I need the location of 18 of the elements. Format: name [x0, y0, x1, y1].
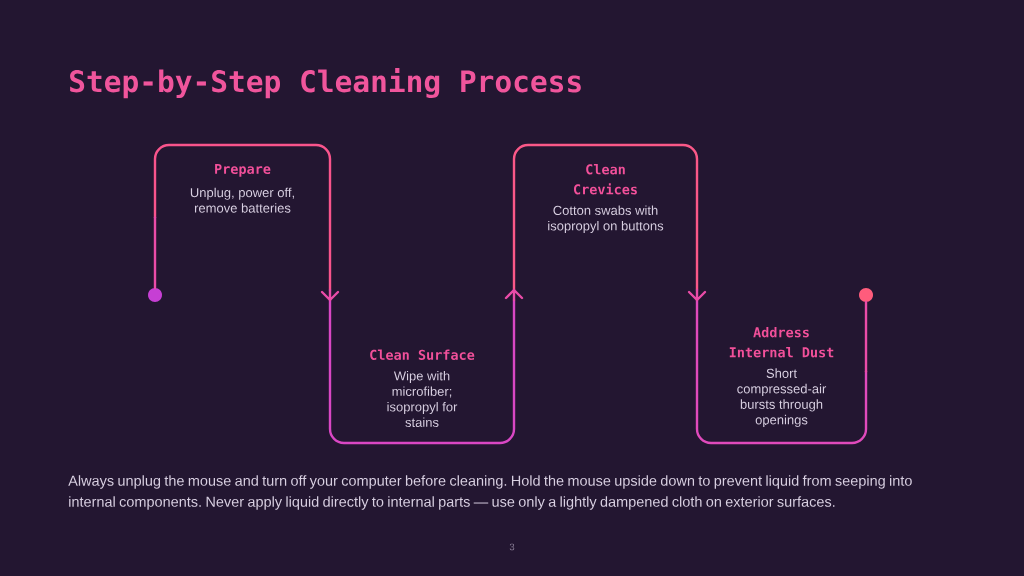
step-heading: Address Internal Dust [729, 326, 834, 358]
step-heading: Clean Surface [370, 349, 475, 360]
note-text: Always unplug the mouse and turn off your computer before cleaning. Hold the mouse upside down to prevent liquid from seeping into internal components. Never apply liquid directly to internal parts — use only a lightly dampened cloth on exterior surfaces. [68, 475, 912, 510]
arrow [504, 288, 524, 302]
connector-line [864, 300, 868, 373]
start-dot [148, 288, 162, 302]
end-dot [859, 288, 873, 302]
page-number: 3 [509, 543, 515, 551]
step-text: Wipe with microfiber; isopropyl for stains [387, 370, 458, 427]
arrow [320, 288, 340, 302]
arrow [687, 288, 707, 302]
step-text: Unplug, power off, remove batteries [190, 187, 294, 213]
step-heading: Prepare [215, 164, 271, 177]
step-heading: Clean Crevices [574, 164, 637, 195]
title: Step-by-Step Cleaning Process [70, 68, 581, 99]
step-text: Cotton swabs with isopropyl on buttons [548, 205, 664, 234]
step-text: Short compressed-air bursts through openings [737, 368, 827, 427]
connector-line [153, 216, 157, 290]
